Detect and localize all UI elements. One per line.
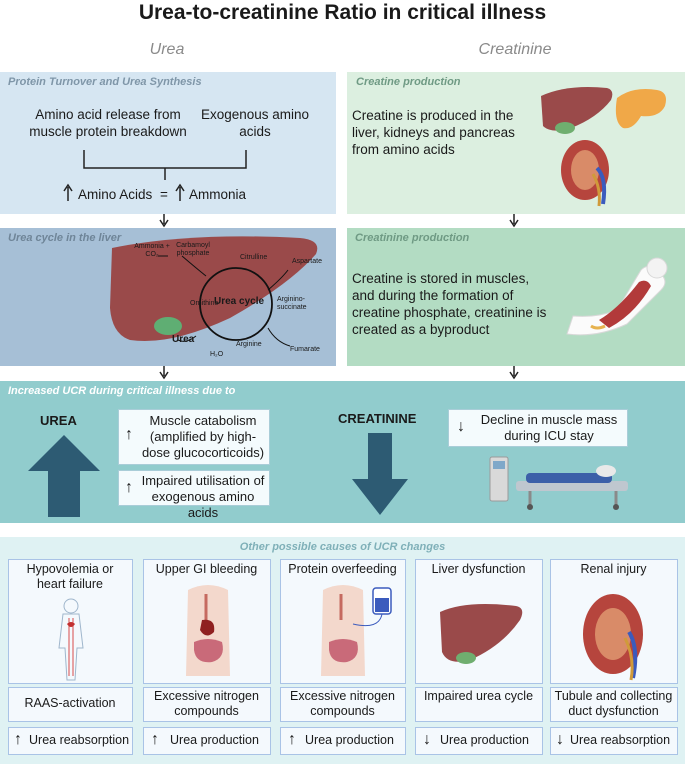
up-arrow-icon: ↑ (14, 731, 22, 748)
connector-arrows-row1 (159, 214, 519, 228)
creatinine-decrease-arrow (352, 433, 408, 515)
arm-muscle-illustration (566, 257, 668, 336)
effect-box: ↓ Urea reabsorption (550, 727, 678, 755)
effect-text: Urea production (440, 733, 529, 747)
cause-card-protein-overfeeding: Protein overfeeding (280, 559, 406, 684)
impaired-utilisation-text: Impaired utilisation of exogenous amino … (141, 473, 265, 520)
down-arrow-icon: ↓ (556, 731, 564, 748)
fumarate-label: Fumarate (290, 346, 320, 353)
citrulline-label: Citrulline (240, 254, 268, 261)
argininosuccinate-label: Arginino-succinate (277, 296, 307, 311)
kidney-icon (583, 594, 643, 681)
creatinine-production-panel: Creatinine production Creatine is stored… (347, 228, 685, 366)
ammonia-label: Ammonia (189, 187, 247, 202)
mechanism-box: Tubule and collecting duct dysfunction (550, 687, 678, 722)
mechanism-text: Excessive nitrogen compounds (154, 689, 259, 718)
column-header-creatinine: Creatinine (478, 41, 552, 58)
page-title: Urea-to-creatinine Ratio in critical ill… (138, 1, 547, 24)
protein-turnover-panel: Protein Turnover and Urea Synthesis Amin… (0, 72, 336, 214)
liver-icon (440, 604, 523, 664)
effect-box: ↑ Urea production (280, 727, 406, 755)
effect-box: ↑ Urea production (143, 727, 271, 755)
ucr-panel-header: Increased UCR during critical illness du… (8, 385, 236, 397)
icu-bed-illustration (489, 456, 628, 510)
creatine-production-panel: Creatine production Creatine is produced… (347, 72, 685, 214)
urea-cycle-label: Urea cycle (214, 296, 265, 307)
down-arrow-icon: ↓ (423, 731, 431, 748)
amino-acids-label: Amino Acids (78, 187, 153, 202)
up-arrow-icon: ↑ (125, 426, 133, 443)
mechanism-box: Excessive nitrogen compounds (280, 687, 406, 722)
mechanism-box: Excessive nitrogen compounds (143, 687, 271, 722)
cause-card-hypovolemia: Hypovolemia or heart failure (8, 559, 133, 684)
muscle-mass-decline-text: Decline in muscle mass during ICU stay (480, 412, 618, 443)
creatinine-production-text: Creatine is stored in muscles, and durin… (352, 271, 547, 337)
h2o-label: H₂O (210, 351, 224, 358)
muscle-catabolism-text: Muscle catabolism (amplified by high-dos… (141, 413, 265, 460)
cause-title: Liver dysfunction (431, 562, 526, 576)
creatine-production-text: Creatine is produced in the liver, kidne… (352, 108, 515, 157)
effect-text: Urea production (305, 733, 394, 747)
urea-increase-arrow (28, 435, 100, 517)
effect-text: Urea reabsorption (29, 733, 130, 747)
cause-card-renal-injury: Renal injury (550, 559, 678, 684)
circulatory-system-icon (58, 598, 84, 681)
impaired-utilisation-box: ↑ Impaired utilisation of exogenous amin… (118, 470, 270, 520)
down-arrow-icon: ↓ (457, 418, 465, 435)
mechanism-text: Impaired urea cycle (423, 689, 534, 703)
urea-label: UREA (40, 413, 77, 428)
up-arrow-icon: ↑ (125, 479, 133, 496)
exogenous-amino-acids-text: Exogenous amino acids (200, 107, 310, 139)
amino-acid-release-text: Amino acid release from muscle protein b… (29, 107, 187, 139)
cause-title: Hypovolemia or heart failure (26, 562, 114, 591)
up-arrow-icon: ↑ (288, 731, 296, 748)
connector-arrows-row2 (159, 366, 519, 380)
causes-panel-header: Other possible causes of UCR changes (239, 541, 446, 553)
mechanism-text: Tubule and collecting duct dysfunction (554, 689, 673, 718)
cause-card-liver-dysfunction: Liver dysfunction (415, 559, 543, 684)
urea-cycle-panel: Urea cycle in the liver Ammonia + CO₂ Ca… (0, 228, 336, 366)
ammonia-co2-label: Ammonia + CO₂ (134, 243, 170, 258)
muscle-catabolism-box: ↑ Muscle catabolism (amplified by high-d… (118, 409, 270, 465)
creatinine-panel-header: Creatinine production (355, 232, 470, 244)
protein-panel-header: Protein Turnover and Urea Synthesis (8, 76, 202, 88)
cause-title: Protein overfeeding (288, 562, 397, 576)
urea-output-label: Urea (172, 334, 195, 345)
digestive-system-icon (186, 585, 230, 676)
column-header-urea: Urea (149, 41, 185, 58)
mechanism-box: Impaired urea cycle (415, 687, 543, 722)
increased-ucr-panel: Increased UCR during critical illness du… (0, 381, 685, 523)
effect-text: Urea reabsorption (570, 733, 671, 747)
iv-feeding-icon (321, 585, 392, 676)
muscle-mass-decline-box: ↓ Decline in muscle mass during ICU stay (448, 409, 628, 447)
liver-pancreas-kidney-illustration (541, 87, 666, 207)
urea-cycle-panel-header: Urea cycle in the liver (8, 232, 122, 244)
arginine-label: Arginine (236, 341, 262, 348)
merge-bracket (63, 150, 247, 201)
creatine-panel-header: Creatine production (356, 76, 461, 88)
mechanism-text: Excessive nitrogen compounds (290, 689, 395, 718)
carbamoyl-phosphate-label: Carbamoyl phosphate (176, 242, 210, 257)
effect-box: ↓ Urea production (415, 727, 543, 755)
aspartate-label: Aspartate (292, 258, 322, 265)
ornithine-label: Ornithine (190, 300, 219, 307)
urea-cycle-diagram (110, 236, 318, 347)
effect-text: Urea production (170, 733, 259, 747)
other-causes-panel: Other possible causes of UCR changes Hyp… (0, 537, 685, 764)
mechanism-text: RAAS-activation (24, 696, 116, 710)
mechanism-box: RAAS-activation (8, 687, 133, 722)
cause-card-gi-bleeding: Upper GI bleeding (143, 559, 271, 684)
up-arrow-icon: ↑ (151, 731, 159, 748)
cause-title: Upper GI bleeding (155, 562, 258, 576)
effect-box: ↑ Urea reabsorption (8, 727, 133, 755)
equals-sign: = (160, 187, 168, 202)
cause-title: Renal injury (580, 562, 647, 576)
creatinine-label: CREATININE (338, 411, 417, 426)
